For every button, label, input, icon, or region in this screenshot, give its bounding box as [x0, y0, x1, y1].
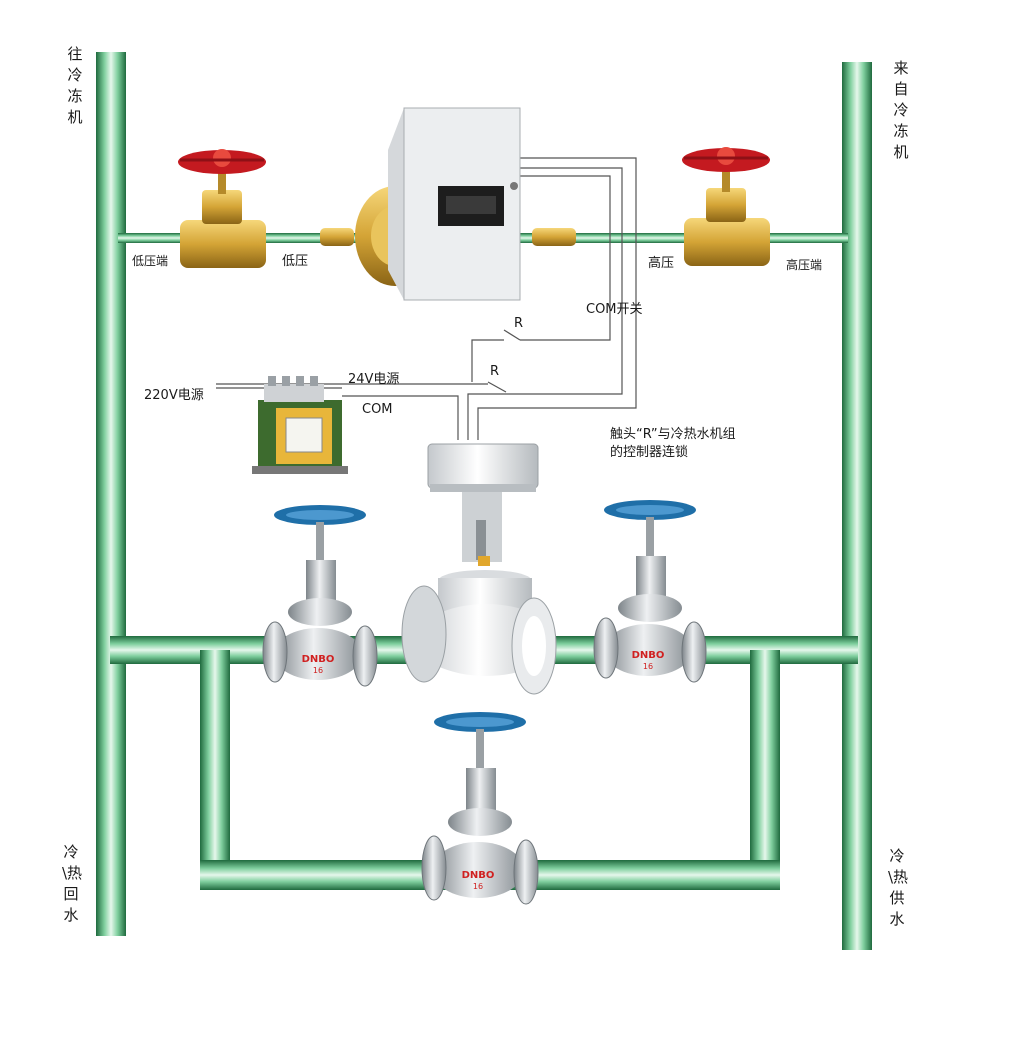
transformer-icon	[252, 376, 348, 474]
gate-valve-left-icon	[178, 149, 266, 268]
interlock-note-line1: 触头“R”与冷热水机组	[610, 427, 736, 442]
label-low-pressure: 低压	[282, 254, 309, 269]
bypass-pipe-right-riser	[750, 650, 780, 890]
valve-right-size: 16	[643, 662, 653, 671]
label-relay-r-upper: R	[514, 316, 524, 331]
valve-left-size: 16	[313, 666, 323, 675]
label-relay-r-lower: R	[490, 364, 500, 379]
label-high-pressure-end: 高压端	[786, 258, 823, 272]
valve-right-brand: DNBO	[632, 650, 665, 661]
globe-valve-bypass-icon: DNBO 16	[421, 712, 539, 905]
label-220v-supply: 220V电源	[144, 388, 204, 403]
label-24v-supply: 24V电源	[348, 372, 400, 387]
interlock-note-line2: 的控制器连锁	[610, 445, 689, 460]
label-low-pressure-end: 低压端	[132, 254, 169, 268]
valve-bypass-size: 16	[473, 882, 483, 891]
label-com-switch: COM开关	[586, 302, 643, 317]
right-supply-pipe	[842, 62, 872, 950]
left-return-pipe	[96, 52, 126, 936]
label-return-water: 冷\热回水	[62, 843, 83, 924]
interlock-note: 触头“R”与冷热水机组 的控制器连锁	[610, 426, 810, 462]
globe-valve-left-icon: DNBO 16	[262, 505, 378, 687]
electric-actuator-valve-icon	[401, 443, 557, 695]
globe-valve-right-icon: DNBO 16	[593, 500, 707, 683]
label-supply-water: 冷\热供水	[888, 847, 909, 928]
label-com: COM	[362, 402, 393, 417]
gate-valve-right-icon	[682, 147, 770, 266]
label-to-chiller: 往冷冻机	[67, 45, 83, 126]
label-high-pressure: 高压	[648, 256, 675, 271]
valve-left-brand: DNBO	[302, 654, 335, 665]
valve-bypass-brand: DNBO	[462, 870, 495, 881]
label-from-chiller: 来自冷冻机	[893, 59, 909, 161]
bypass-pipe-left-riser	[200, 650, 230, 890]
pressure-switch-icon	[320, 107, 576, 301]
